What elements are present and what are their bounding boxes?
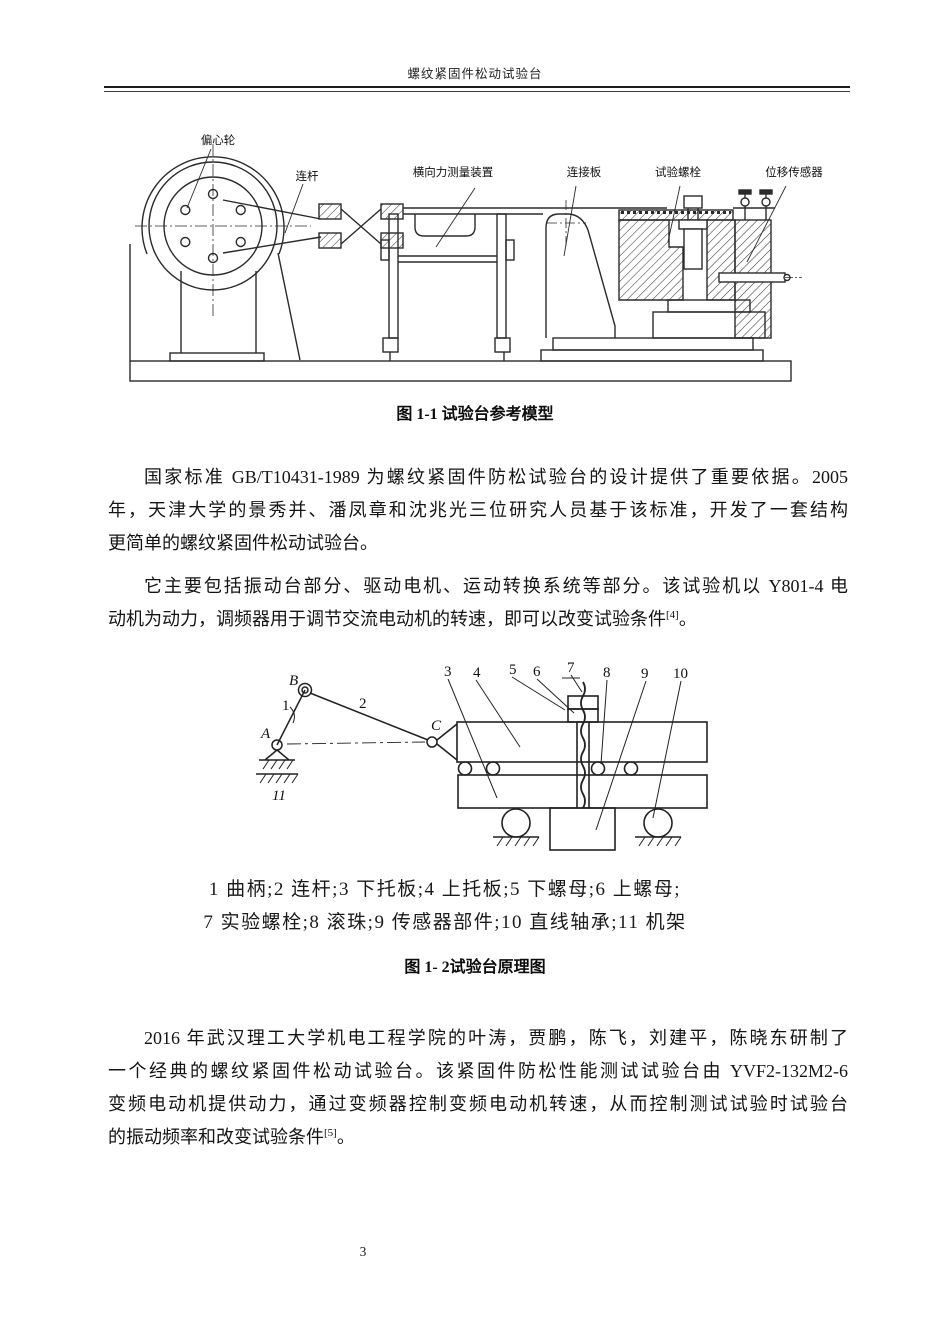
figure-1-1-caption: 图 1-1 试验台参考模型 bbox=[396, 406, 554, 423]
text-line: 变频电动机提供动力，通过变频器控制变频电动机转速，从而控制测试试验时试验台 bbox=[108, 1094, 848, 1114]
num-label-11: 11 bbox=[272, 788, 286, 804]
header-rule-thin bbox=[104, 91, 850, 92]
text-run: 。 bbox=[336, 1127, 355, 1147]
num-label-7: 7 bbox=[567, 660, 575, 676]
point-label-a: A bbox=[260, 726, 271, 742]
page-number: 3 bbox=[359, 1244, 367, 1259]
num-label-10: 10 bbox=[673, 666, 688, 682]
num-label-2: 2 bbox=[359, 696, 367, 712]
figure2-leader-lines bbox=[447, 674, 682, 831]
eccentric-wheel-drawing bbox=[129, 144, 311, 362]
label-displacement-sensor: 位移传感器 bbox=[765, 165, 823, 179]
point-label-b: B bbox=[289, 673, 298, 689]
text-line: 国家标准 GB/T10431-1989 为螺纹紧固件防松试验台的设计提供了重要依… bbox=[144, 467, 848, 487]
paragraph-2: 它主要包括振动台部分、驱动电机、运动转换系统等部分。该试验机以 Y801-4 电… bbox=[108, 570, 848, 636]
header-rule-thick bbox=[104, 86, 850, 89]
page-header-title: 螺纹紧固件松动试验台 bbox=[407, 67, 543, 81]
text-line: 动机为动力，调频器用于调节交流电动机的转速，即可以改变试验条件[4]。 bbox=[108, 603, 848, 636]
figure-1-2-schematic-drawing: B 1 A 2 C 11 3 4 5 6 7 8 9 10 bbox=[256, 660, 708, 851]
bolt-fixture-drawing bbox=[618, 189, 802, 339]
label-lateral-force-device: 横向力测量装置 bbox=[413, 165, 494, 179]
num-label-5: 5 bbox=[509, 662, 517, 678]
label-eccentric-wheel: 偏心轮 bbox=[201, 133, 236, 147]
figure-1-1-test-bench-drawing: 偏心轮 连杆 横向力测量装置 连接板 试验螺栓 位移传感器 bbox=[129, 133, 823, 382]
text-line: 2016 年武汉理工大学机电工程学院的叶涛，贾鹏，陈飞，刘建平，陈晓东研制了 bbox=[144, 1028, 848, 1048]
base-plate-drawing bbox=[129, 360, 792, 382]
vibration-table-drawing bbox=[436, 681, 708, 851]
num-label-6: 6 bbox=[533, 664, 541, 680]
paragraph-3: 2016 年武汉理工大学机电工程学院的叶涛，贾鹏，陈飞，刘建平，陈晓东研制了 一… bbox=[108, 1022, 848, 1154]
connecting-rod-drawing bbox=[222, 199, 667, 254]
figure-2-parts-list-line-2: 7 实验螺栓;8 滚珠;9 传感器部件;10 直线轴承;11 机架 bbox=[203, 912, 687, 933]
crank-mechanism-drawing bbox=[256, 682, 438, 784]
citation-4: [4] bbox=[666, 609, 679, 621]
figure1-leader-lines bbox=[186, 148, 787, 263]
text-run: 动机为动力，调频器用于调节交流电动机的转速，即可以改变试验条件 bbox=[108, 609, 666, 629]
lateral-force-frame-drawing bbox=[380, 213, 515, 361]
num-label-9: 9 bbox=[641, 666, 649, 682]
text-line: 年，天津大学的景秀并、潘凤章和沈兆光三位研究人员基于该标准，开发了一套结构 bbox=[108, 500, 848, 520]
num-label-3: 3 bbox=[444, 664, 452, 680]
num-label-4: 4 bbox=[473, 665, 481, 681]
test-bolt-drawing bbox=[678, 195, 708, 270]
num-label-1: 1 bbox=[282, 698, 290, 714]
num-label-8: 8 bbox=[603, 665, 611, 681]
displacement-sensor-drawing bbox=[718, 189, 802, 283]
paragraph-1: 国家标准 GB/T10431-1989 为螺纹紧固件防松试验台的设计提供了重要依… bbox=[108, 461, 848, 560]
text-line: 一个经典的螺纹紧固件松动试验台。该紧固件防松性能测试试验台由 YVF2-132M… bbox=[108, 1061, 848, 1081]
text-run: 。 bbox=[678, 609, 697, 629]
text-line: 的振动频率和改变试验条件[5]。 bbox=[108, 1121, 848, 1154]
figure-1-2-caption: 图 1- 2试验台原理图 bbox=[404, 959, 546, 976]
point-label-c: C bbox=[431, 718, 442, 734]
text-line: 更简单的螺纹紧固件松动试验台。 bbox=[108, 533, 378, 553]
label-connecting-rod: 连杆 bbox=[296, 169, 319, 183]
text-line: 它主要包括振动台部分、驱动电机、运动转换系统等部分。该试验机以 Y801-4 电 bbox=[144, 576, 848, 596]
figure-2-parts-list-line-1: 1 曲柄;2 连杆;3 下托板;4 上托板;5 下螺母;6 上螺母; bbox=[208, 879, 682, 900]
label-connecting-plate: 连接板 bbox=[567, 165, 602, 179]
label-test-bolt: 试验螺栓 bbox=[655, 165, 701, 179]
text-run: 的振动频率和改变试验条件 bbox=[108, 1127, 324, 1147]
citation-5: [5] bbox=[324, 1127, 337, 1139]
